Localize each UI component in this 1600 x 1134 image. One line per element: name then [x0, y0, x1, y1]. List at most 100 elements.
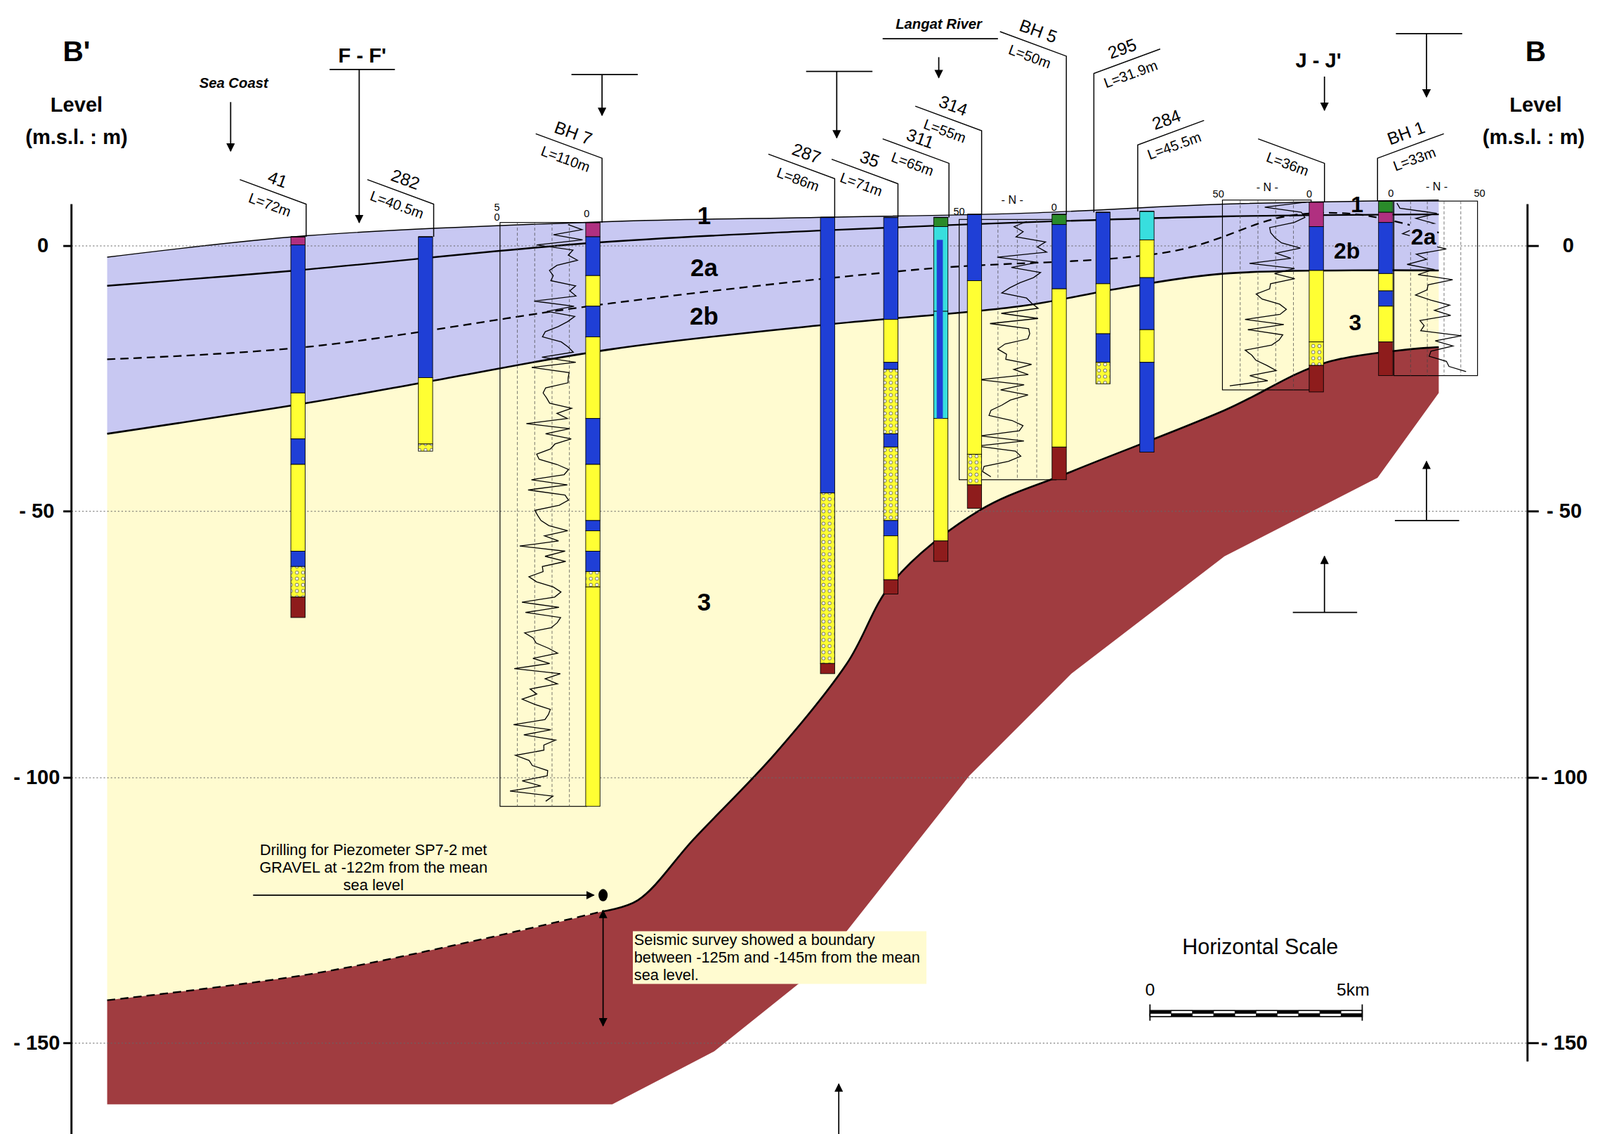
layer-number: 1: [1350, 191, 1364, 218]
axis-line: [70, 204, 73, 1134]
borehole-segment: [967, 280, 982, 455]
axis-value: - 100: [13, 765, 60, 789]
borehole-segment: [1139, 211, 1154, 241]
grid-line: [71, 510, 1528, 512]
borehole-segment: [290, 392, 305, 439]
axis-value: - 100: [1541, 765, 1588, 789]
borehole-segment: [1378, 306, 1393, 343]
axis-tick: [63, 245, 72, 248]
n-value-grid: [516, 222, 518, 807]
borehole-segment: [1095, 362, 1110, 385]
borehole-segment: [585, 464, 600, 521]
borehole-segment: [1378, 200, 1393, 213]
borehole-segment: [883, 446, 898, 521]
borehole-top: [967, 213, 982, 215]
borehole-top: [418, 235, 433, 237]
section-name: F - F': [338, 44, 387, 68]
depth-range-arrow: [602, 910, 605, 1026]
grid-line: [71, 776, 1528, 778]
n-axis-value: - N -: [1256, 181, 1279, 194]
n-value-grid: [1036, 219, 1038, 480]
axis-value: - 50: [1546, 499, 1582, 523]
borehole-top: [1309, 201, 1324, 203]
borehole-segment: [1052, 224, 1067, 290]
borehole-segment: [1139, 329, 1154, 362]
section-arrow: [835, 71, 838, 138]
section-bar: [571, 73, 638, 76]
borehole-top: [820, 217, 835, 218]
note-arrow: [252, 894, 594, 896]
borehole-segment: [936, 239, 944, 418]
n-axis-value: 50: [1212, 188, 1225, 201]
borehole-depth: L=36m: [1264, 148, 1312, 180]
axis-title: (m.s.l. : m): [25, 125, 128, 149]
borehole-segment: [1378, 342, 1393, 376]
axis-line: [1526, 204, 1529, 1062]
borehole-top: [1139, 210, 1154, 212]
borehole-segment: [585, 236, 600, 276]
borehole-segment: [1052, 446, 1067, 480]
borehole-segment: [820, 663, 835, 674]
section-arrow: [1425, 461, 1428, 521]
section-bar: [1395, 33, 1462, 35]
n-value-curve: [976, 221, 1047, 477]
section-arrow: [229, 101, 232, 152]
borehole-depth: L=50m: [1005, 42, 1053, 73]
note: Drilling for Piezometer SP7-2 met GRAVEL…: [247, 840, 501, 894]
borehole-depth: L=72m: [245, 189, 293, 220]
n-value-grid: [1443, 200, 1445, 376]
scale-value: 5km: [1336, 979, 1370, 1000]
n-value-grid: [1275, 200, 1277, 390]
borehole-segment: [418, 236, 433, 378]
borehole-segment: [883, 433, 898, 447]
n-value-grid: [1460, 200, 1461, 376]
layer-number: 2b: [689, 302, 719, 331]
borehole-leader: [1000, 31, 1067, 215]
borehole-depth: L=31.9m: [1101, 56, 1160, 92]
borehole-leader: [1093, 49, 1160, 213]
borehole-top: [1052, 213, 1067, 215]
borehole-number: BH 5: [1016, 15, 1060, 48]
section-end: B': [62, 34, 90, 68]
bedrock: [107, 346, 1440, 1105]
borehole-segment: [1139, 239, 1154, 278]
place-name: Sea Coast: [199, 75, 269, 92]
borehole-segment: [967, 214, 982, 281]
n-axis-value: 0: [1306, 188, 1313, 201]
gravel-point: [598, 888, 608, 901]
borehole-segment: [883, 319, 898, 363]
borehole-segment: [933, 217, 948, 227]
layer-boundary: [107, 212, 1440, 360]
section-arrow: [1323, 76, 1326, 111]
borehole-segment: [290, 550, 305, 567]
section-bar: [882, 37, 999, 40]
axis-value: - 150: [1541, 1031, 1588, 1055]
scale-tick: [1361, 1004, 1364, 1021]
borehole-depth: L=45.5m: [1145, 128, 1204, 163]
layer-number: 2b: [1333, 238, 1360, 265]
layer-number: 2a: [690, 253, 718, 282]
borehole-segment: [1052, 214, 1067, 225]
borehole-top: [933, 217, 948, 218]
n-axis-value: 50: [1473, 186, 1485, 199]
borehole-segment: [883, 520, 898, 536]
borehole-segment: [1139, 362, 1154, 453]
borehole-segment: [290, 566, 305, 598]
borehole-segment: [1309, 202, 1324, 227]
section-arrow: [1323, 556, 1326, 613]
borehole-leader: [535, 133, 602, 222]
borehole-top: [585, 221, 600, 223]
borehole-segment: [1095, 212, 1110, 284]
borehole-segment: [290, 464, 305, 551]
borehole-number: BH 1: [1384, 117, 1428, 150]
borehole-depth: L=40.5m: [368, 187, 427, 222]
section-arrow: [601, 74, 603, 116]
scale-value: 0: [1144, 979, 1155, 1000]
n-value-grid: [1293, 200, 1294, 390]
borehole-leader: [882, 139, 949, 218]
axis-tick: [63, 1041, 72, 1044]
place-name: Langat River: [895, 16, 982, 33]
borehole-segment: [585, 222, 600, 237]
note: Seismic survey showed a boundary between…: [632, 930, 927, 984]
